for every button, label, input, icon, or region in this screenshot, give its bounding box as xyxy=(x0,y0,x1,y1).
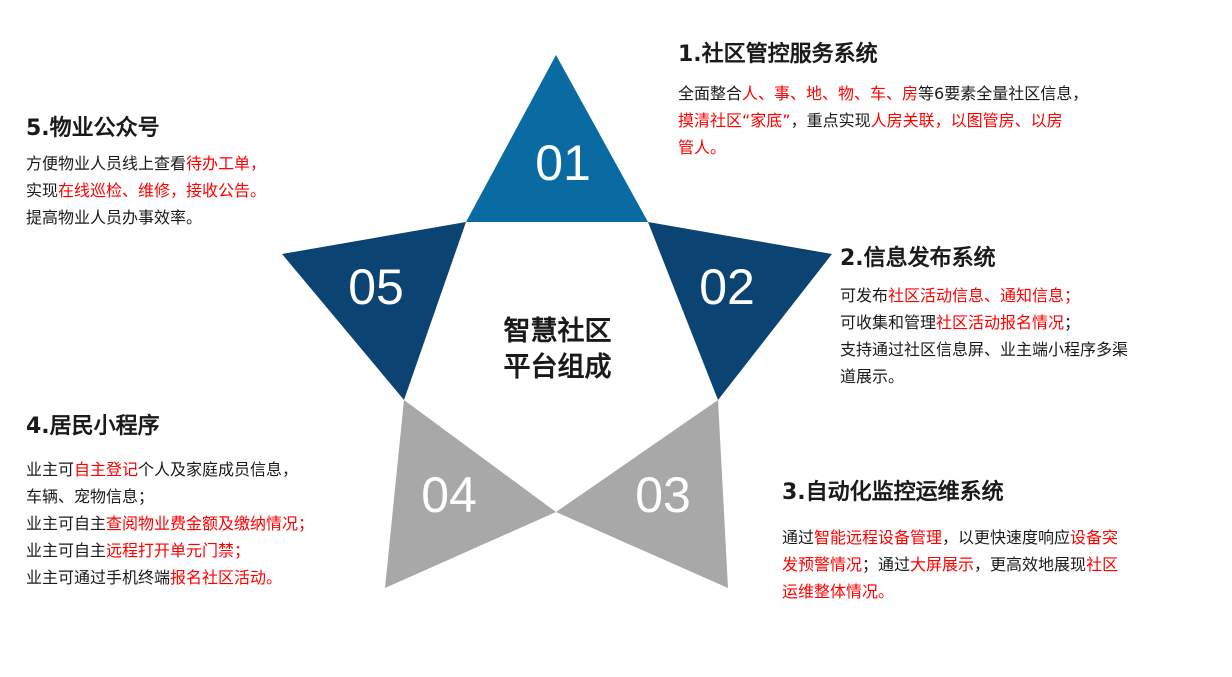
item-3-text: 通过智能远程设备管理，以更快速度响应设备突发预警情况；通过大屏展示，更高效地展现… xyxy=(782,524,1118,605)
item-2-line: 支持通过社区信息屏、业主端小程序多渠 xyxy=(840,336,1128,363)
body-text: ； xyxy=(1064,313,1081,332)
number-02: 02 xyxy=(699,259,755,315)
item-1-text: 全面整合人、事、地、物、车、房等6要素全量社区信息，摸清社区“家底”，重点实现人… xyxy=(678,80,1088,161)
body-text: ，更高效地展现 xyxy=(974,555,1087,574)
star-point-04 xyxy=(385,400,556,588)
highlight-text: 社区活动报名情况 xyxy=(936,313,1065,332)
item-2-line: 可发布社区活动信息、通知信息； xyxy=(840,282,1128,309)
highlight-text: 在线巡检、维修，接收公告。 xyxy=(58,181,267,200)
center-title: 智慧社区 平台组成 xyxy=(470,314,645,386)
highlight-text: 待办工单， xyxy=(186,154,267,173)
highlight-text: 大屏展示 xyxy=(910,555,975,574)
item-5-line: 提高物业人员办事效率。 xyxy=(26,204,266,231)
item-2-line: 可收集和管理社区活动报名情况； xyxy=(840,309,1128,336)
highlight-text: 人、事、地、物、车、房 xyxy=(742,84,919,103)
highlight-text: 报名社区活动。 xyxy=(170,568,283,587)
star-point-01 xyxy=(466,55,648,222)
item-1-line: 全面整合人、事、地、物、车、房等6要素全量社区信息， xyxy=(678,80,1088,107)
body-text: 业主可自主 xyxy=(26,514,107,533)
item-2-title: 2.信息发布系统 xyxy=(840,246,996,271)
highlight-text: 摸清社区“家底” xyxy=(678,111,791,130)
center-title-line1: 智慧社区 xyxy=(503,316,612,347)
item-1-line: 管人。 xyxy=(678,134,1088,161)
highlight-text: 智能远程设备管理 xyxy=(814,528,943,547)
star-point-02 xyxy=(648,222,832,400)
highlight-text: 设备突 xyxy=(1070,528,1119,547)
body-text: 等6要素全量社区信息， xyxy=(918,84,1089,103)
item-2-line: 道展示。 xyxy=(840,363,1128,390)
highlight-text: 社区 xyxy=(1086,555,1119,574)
item-1-title: 1.社区管控服务系统 xyxy=(678,42,878,67)
item-4-line: 业主可自主远程打开单元门禁； xyxy=(26,537,314,564)
item-2-block: 2.信息发布系统 可发布社区活动信息、通知信息；可收集和管理社区活动报名情况；支… xyxy=(840,240,1128,390)
item-3-block: 3.自动化监控运维系统 通过智能远程设备管理，以更快速度响应设备突发预警情况；通… xyxy=(782,474,1118,605)
item-4-line: 车辆、宠物信息； xyxy=(26,483,314,510)
body-text: 全面整合 xyxy=(678,84,743,103)
item-5-text: 方便物业人员线上查看待办工单，实现在线巡检、维修，接收公告。提高物业人员办事效率… xyxy=(26,150,266,231)
item-5-line: 方便物业人员线上查看待办工单， xyxy=(26,150,266,177)
body-text: 支持通过社区信息屏、业主端小程序多渠 xyxy=(840,340,1129,359)
body-text: 方便物业人员线上查看 xyxy=(26,154,187,173)
body-text: ，重点实现 xyxy=(790,111,871,130)
star-point-05 xyxy=(282,222,466,400)
highlight-text: 人房关联，以图管房、以房 xyxy=(870,111,1063,130)
body-text: 车辆、宠物信息； xyxy=(26,487,155,506)
number-04: 04 xyxy=(421,467,477,523)
number-01: 01 xyxy=(535,135,591,191)
item-4-line: 业主可自主查阅物业费金额及缴纳情况； xyxy=(26,510,314,537)
highlight-text: 查阅物业费金额及缴纳情况； xyxy=(106,514,315,533)
highlight-text: 社区活动信息、通知信息； xyxy=(888,286,1081,305)
item-4-line: 业主可自主登记个人及家庭成员信息， xyxy=(26,456,314,483)
body-text: 实现 xyxy=(26,181,59,200)
body-text: ，以更快速度响应 xyxy=(942,528,1071,547)
body-text: 可收集和管理 xyxy=(840,313,937,332)
body-text: 业主可通过手机终端 xyxy=(26,568,171,587)
item-3-line: 发预警情况；通过大屏展示，更高效地展现社区 xyxy=(782,551,1118,578)
item-3-line: 通过智能远程设备管理，以更快速度响应设备突 xyxy=(782,524,1118,551)
item-4-title: 4.居民小程序 xyxy=(26,414,160,439)
number-03: 03 xyxy=(635,467,691,523)
item-5-block: 5.物业公众号 方便物业人员线上查看待办工单，实现在线巡检、维修，接收公告。提高… xyxy=(26,110,266,231)
number-05: 05 xyxy=(348,259,404,315)
highlight-text: 远程打开单元门禁； xyxy=(106,541,251,560)
item-4-text: 业主可自主登记个人及家庭成员信息，车辆、宠物信息；业主可自主查阅物业费金额及缴纳… xyxy=(26,456,314,591)
item-4-block: 4.居民小程序 业主可自主登记个人及家庭成员信息，车辆、宠物信息；业主可自主查阅… xyxy=(26,408,314,591)
item-5-line: 实现在线巡检、维修，接收公告。 xyxy=(26,177,266,204)
highlight-text: 自主登记 xyxy=(74,460,139,479)
body-text: 通过 xyxy=(782,528,815,547)
item-3-title: 3.自动化监控运维系统 xyxy=(782,480,1004,505)
item-1-line: 摸清社区“家底”，重点实现人房关联，以图管房、以房 xyxy=(678,107,1088,134)
item-3-line: 运维整体情况。 xyxy=(782,578,1118,605)
center-title-line2: 平台组成 xyxy=(503,352,612,383)
item-4-line: 业主可通过手机终端报名社区活动。 xyxy=(26,564,314,591)
body-text: 业主可自主 xyxy=(26,541,107,560)
body-text: 个人及家庭成员信息， xyxy=(138,460,299,479)
highlight-text: 管人。 xyxy=(678,138,727,157)
star-point-03 xyxy=(556,400,728,588)
body-text: 业主可 xyxy=(26,460,75,479)
body-text: ；通过 xyxy=(862,555,911,574)
item-5-title: 5.物业公众号 xyxy=(26,116,160,141)
body-text: 可发布 xyxy=(840,286,889,305)
body-text: 道展示。 xyxy=(840,367,905,386)
item-2-text: 可发布社区活动信息、通知信息；可收集和管理社区活动报名情况；支持通过社区信息屏、… xyxy=(840,282,1128,390)
body-text: 提高物业人员办事效率。 xyxy=(26,208,203,227)
highlight-text: 发预警情况 xyxy=(782,555,863,574)
item-1-block: 1.社区管控服务系统 全面整合人、事、地、物、车、房等6要素全量社区信息，摸清社… xyxy=(678,36,1088,161)
highlight-text: 运维整体情况。 xyxy=(782,582,895,601)
